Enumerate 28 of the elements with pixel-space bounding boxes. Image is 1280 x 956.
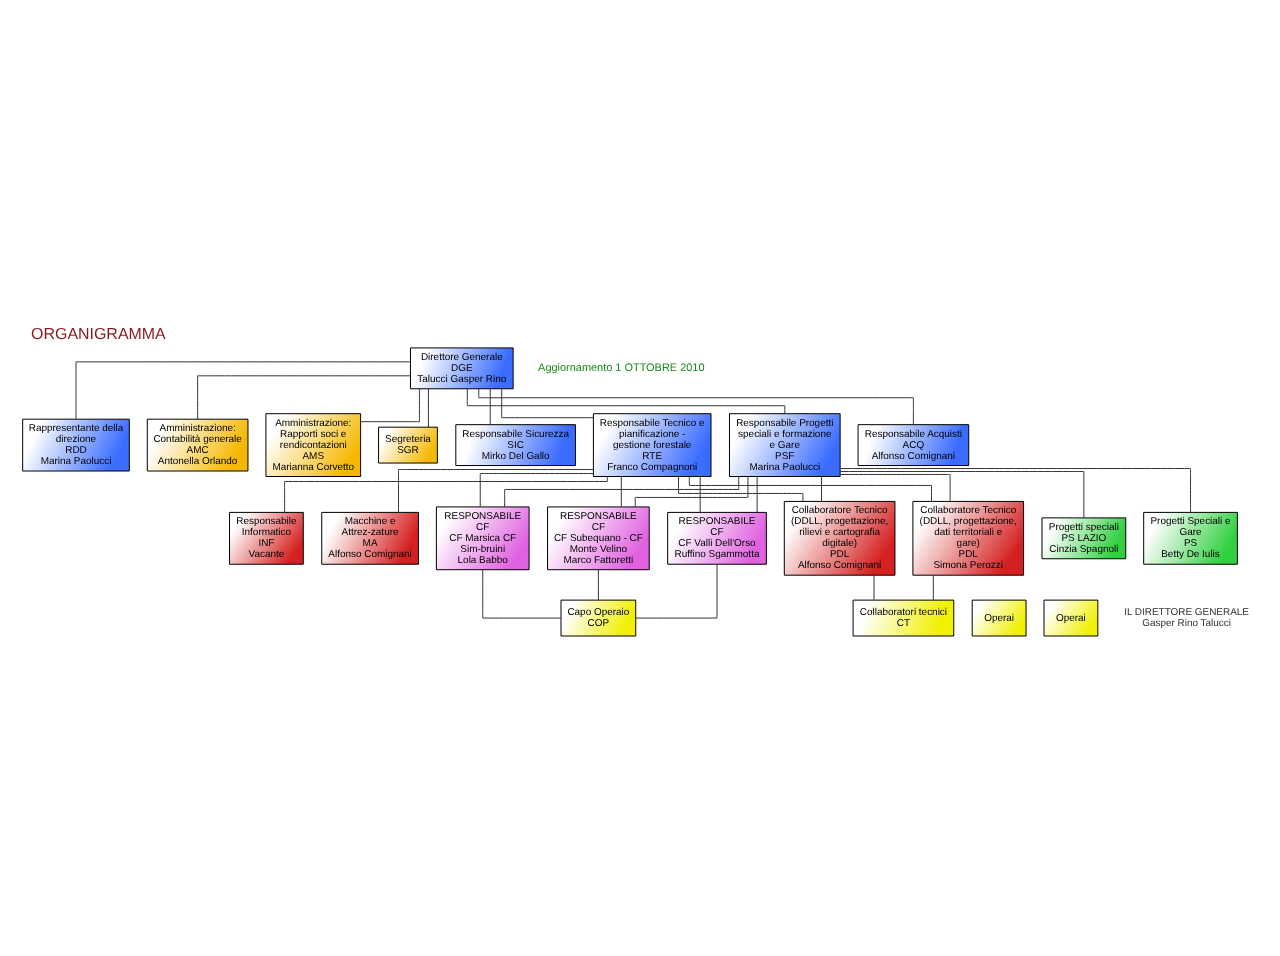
connector xyxy=(398,468,594,512)
diagram-title: ORGANIGRAMMA xyxy=(31,323,166,342)
connector xyxy=(597,568,599,600)
connector xyxy=(634,475,749,506)
connector xyxy=(504,475,740,507)
connector xyxy=(501,387,594,418)
connector xyxy=(360,387,420,422)
connector xyxy=(482,568,562,618)
connector xyxy=(839,470,1085,518)
connector xyxy=(427,387,429,427)
connector xyxy=(821,475,822,501)
connector xyxy=(839,473,951,501)
connector xyxy=(839,467,1192,512)
connector xyxy=(688,475,932,501)
connector xyxy=(479,472,594,507)
connector xyxy=(635,562,718,618)
connector xyxy=(489,387,491,424)
connector xyxy=(873,573,875,600)
connector xyxy=(678,475,804,501)
connector xyxy=(197,374,411,419)
connector xyxy=(756,475,758,512)
connector xyxy=(466,387,786,414)
connector xyxy=(284,475,608,512)
connector xyxy=(75,360,411,419)
connector xyxy=(932,573,934,600)
connector xyxy=(620,475,622,507)
connector xyxy=(478,387,914,424)
connector xyxy=(699,475,701,512)
